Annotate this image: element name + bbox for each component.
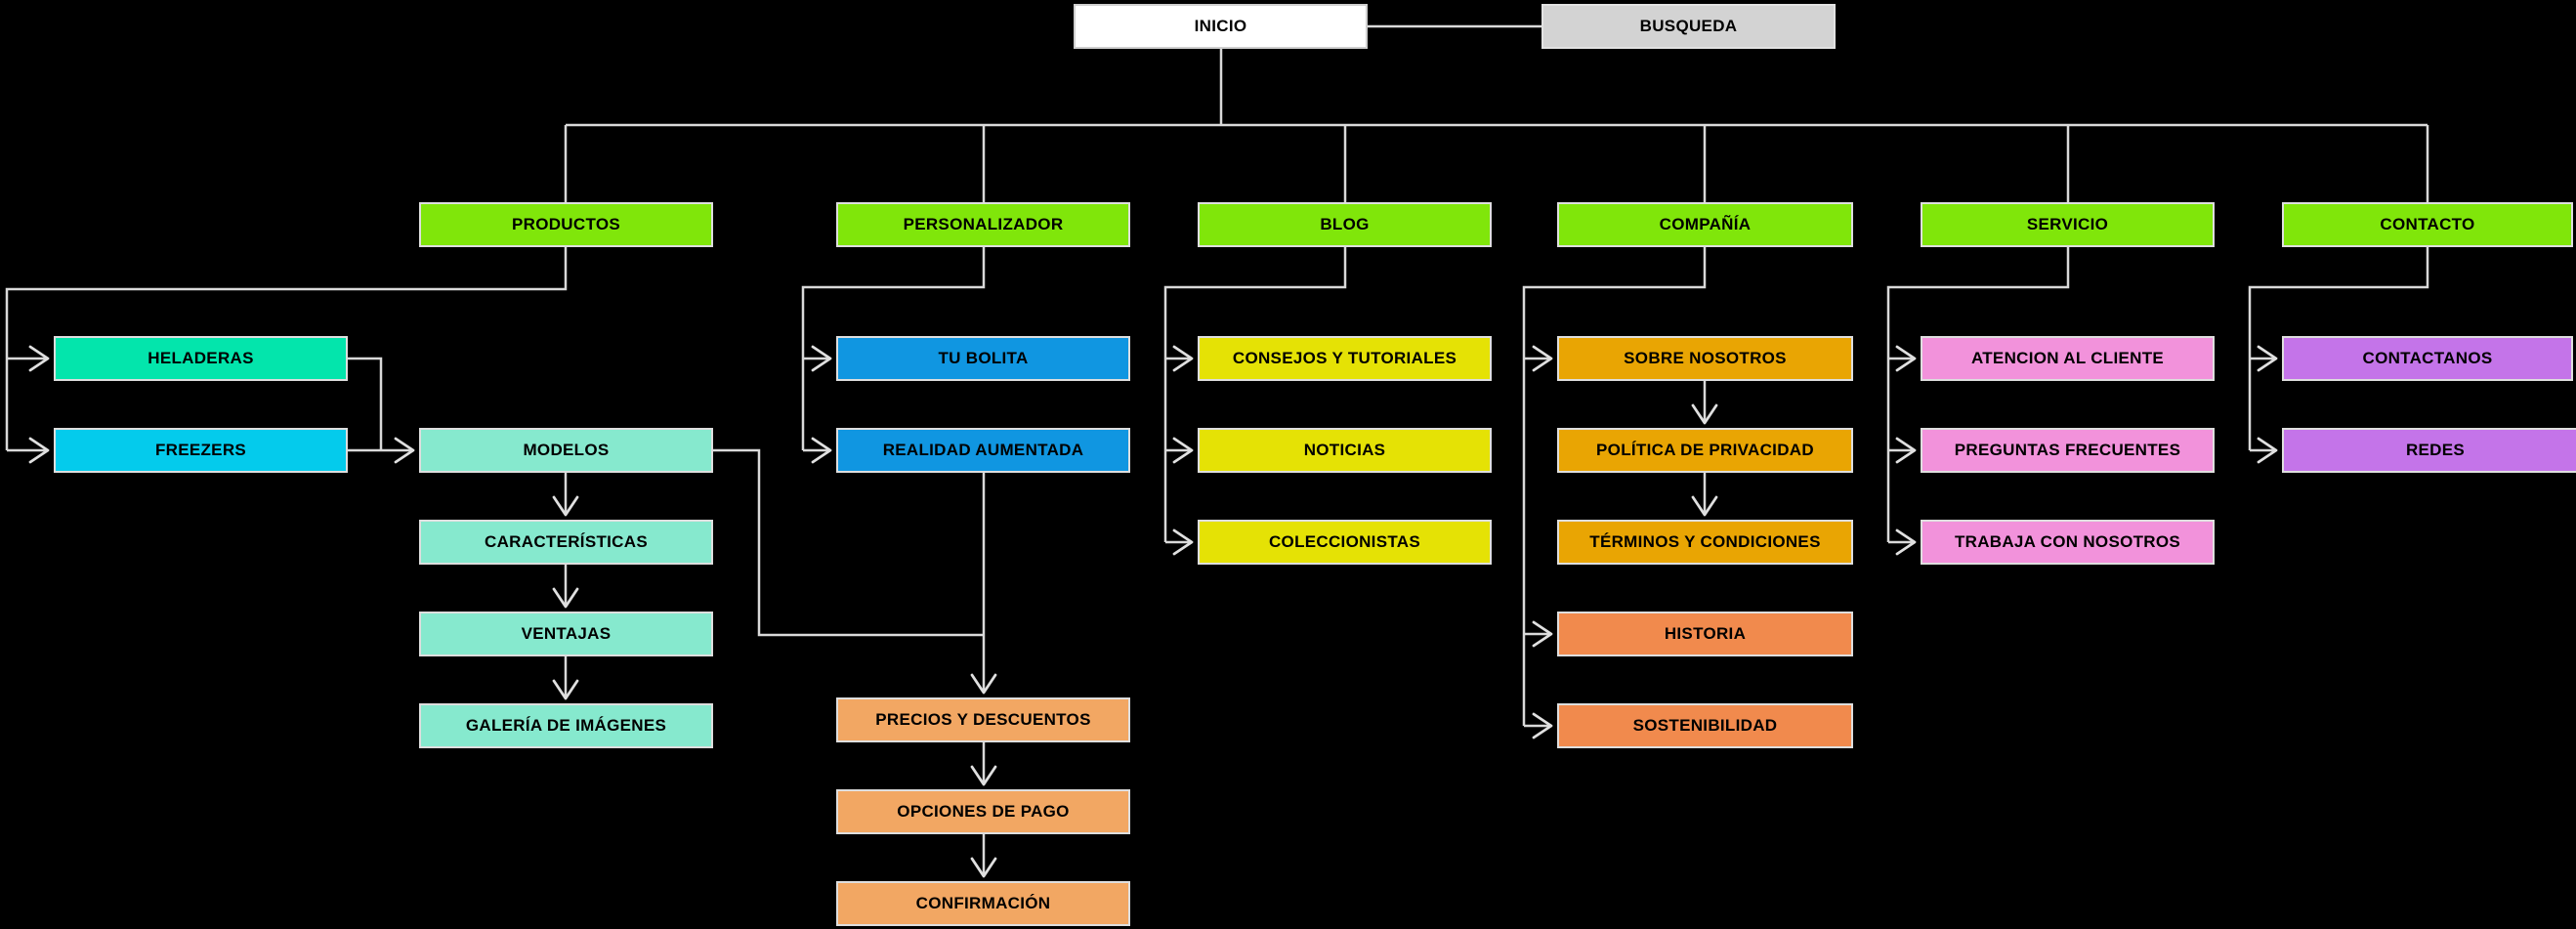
arrowhead-spur-contactanos (2257, 345, 2278, 372)
node-productos[interactable]: PRODUCTOS (419, 202, 713, 247)
arrowhead-sobre-to-politica (1691, 403, 1718, 425)
arrowhead-spur-redes (2257, 437, 2278, 464)
node-consejos[interactable]: CONSEJOS Y TUTORIALES (1198, 336, 1492, 381)
arrowhead-spur-heladeras (28, 345, 50, 372)
node-opciones-pago[interactable]: OPCIONES DE PAGO (836, 789, 1130, 834)
arrowhead-spur-trabaja (1895, 528, 1917, 556)
node-trabaja[interactable]: TRABAJA CON NOSOTROS (1921, 520, 2215, 565)
node-atencion-cliente[interactable]: ATENCION AL CLIENTE (1921, 336, 2215, 381)
node-contactanos[interactable]: CONTACTANOS (2282, 336, 2573, 381)
arrowhead-realidad-to-precios (970, 673, 997, 695)
node-sostenibilidad[interactable]: SOSTENIBILIDAD (1557, 703, 1853, 748)
node-modelos[interactable]: MODELOS (419, 428, 713, 473)
node-contacto[interactable]: CONTACTO (2282, 202, 2573, 247)
arrowhead-spur-coleccionistas (1172, 528, 1194, 556)
arrowhead-politica-to-terminos (1691, 495, 1718, 517)
node-realidad-aumentada[interactable]: REALIDAD AUMENTADA (836, 428, 1130, 473)
node-coleccionistas[interactable]: COLECCIONISTAS (1198, 520, 1492, 565)
node-blog[interactable]: BLOG (1198, 202, 1492, 247)
node-redes[interactable]: REDES (2282, 428, 2576, 473)
node-noticias[interactable]: NOTICIAS (1198, 428, 1492, 473)
node-busqueda[interactable]: BUSQUEDA (1541, 4, 1836, 49)
node-politica-privacidad[interactable]: POLÍTICA DE PRIVACIDAD (1557, 428, 1853, 473)
arrowhead-spur-sostenibilidad (1532, 712, 1553, 739)
arrowhead-spur-freezers (28, 437, 50, 464)
node-servicio[interactable]: SERVICIO (1921, 202, 2215, 247)
node-inicio[interactable]: INICIO (1074, 4, 1368, 49)
node-preguntas[interactable]: PREGUNTAS FRECUENTES (1921, 428, 2215, 473)
node-caracteristicas[interactable]: CARACTERÍSTICAS (419, 520, 713, 565)
edge-servicio-branch (1886, 247, 2070, 542)
edge-modelos-precios-elbow (713, 448, 984, 637)
arrowhead-spur-noticias (1172, 437, 1194, 464)
arrowhead-freezers-to-modelos (394, 437, 415, 464)
node-confirmacion[interactable]: CONFIRMACIÓN (836, 881, 1130, 926)
arrowhead-precios-to-opciones (970, 765, 997, 786)
edge-personalizador-branch (801, 247, 986, 450)
arrowhead-spur-historia (1532, 620, 1553, 648)
node-heladeras[interactable]: HELADERAS (54, 336, 348, 381)
arrowhead-spur-atencion (1895, 345, 1917, 372)
arrowhead-spur-preguntas (1895, 437, 1917, 464)
arrowhead-ventajas-to-galeria (552, 679, 579, 700)
arrowhead-modelos-to-caracteristicas (552, 495, 579, 517)
node-sobre-nosotros[interactable]: SOBRE NOSOTROS (1557, 336, 1853, 381)
edge-compania-branch (1522, 247, 1707, 726)
node-tu-bolita[interactable]: TU BOLITA (836, 336, 1130, 381)
arrowhead-spur-tu-bolita (811, 345, 832, 372)
node-galeria-imagenes[interactable]: GALERÍA DE IMÁGENES (419, 703, 713, 748)
edge-heladeras-elbow (348, 357, 383, 450)
arrowhead-spur-realidad (811, 437, 832, 464)
arrowhead-spur-consejos (1172, 345, 1194, 372)
node-terminos[interactable]: TÉRMINOS Y CONDICIONES (1557, 520, 1853, 565)
node-freezers[interactable]: FREEZERS (54, 428, 348, 473)
node-precios-descuentos[interactable]: PRECIOS Y DESCUENTOS (836, 697, 1130, 742)
edge-contacto-branch (2248, 247, 2429, 450)
node-personalizador[interactable]: PERSONALIZADOR (836, 202, 1130, 247)
node-historia[interactable]: HISTORIA (1557, 612, 1853, 656)
arrowhead-caracteristicas-to-ventajas (552, 587, 579, 609)
edge-productos-branch (5, 247, 568, 450)
arrowhead-opciones-to-confirmacion (970, 857, 997, 878)
arrowhead-spur-sobre-nosotros (1532, 345, 1553, 372)
node-ventajas[interactable]: VENTAJAS (419, 612, 713, 656)
edge-blog-branch (1163, 247, 1347, 542)
node-compania[interactable]: COMPAÑÍA (1557, 202, 1853, 247)
